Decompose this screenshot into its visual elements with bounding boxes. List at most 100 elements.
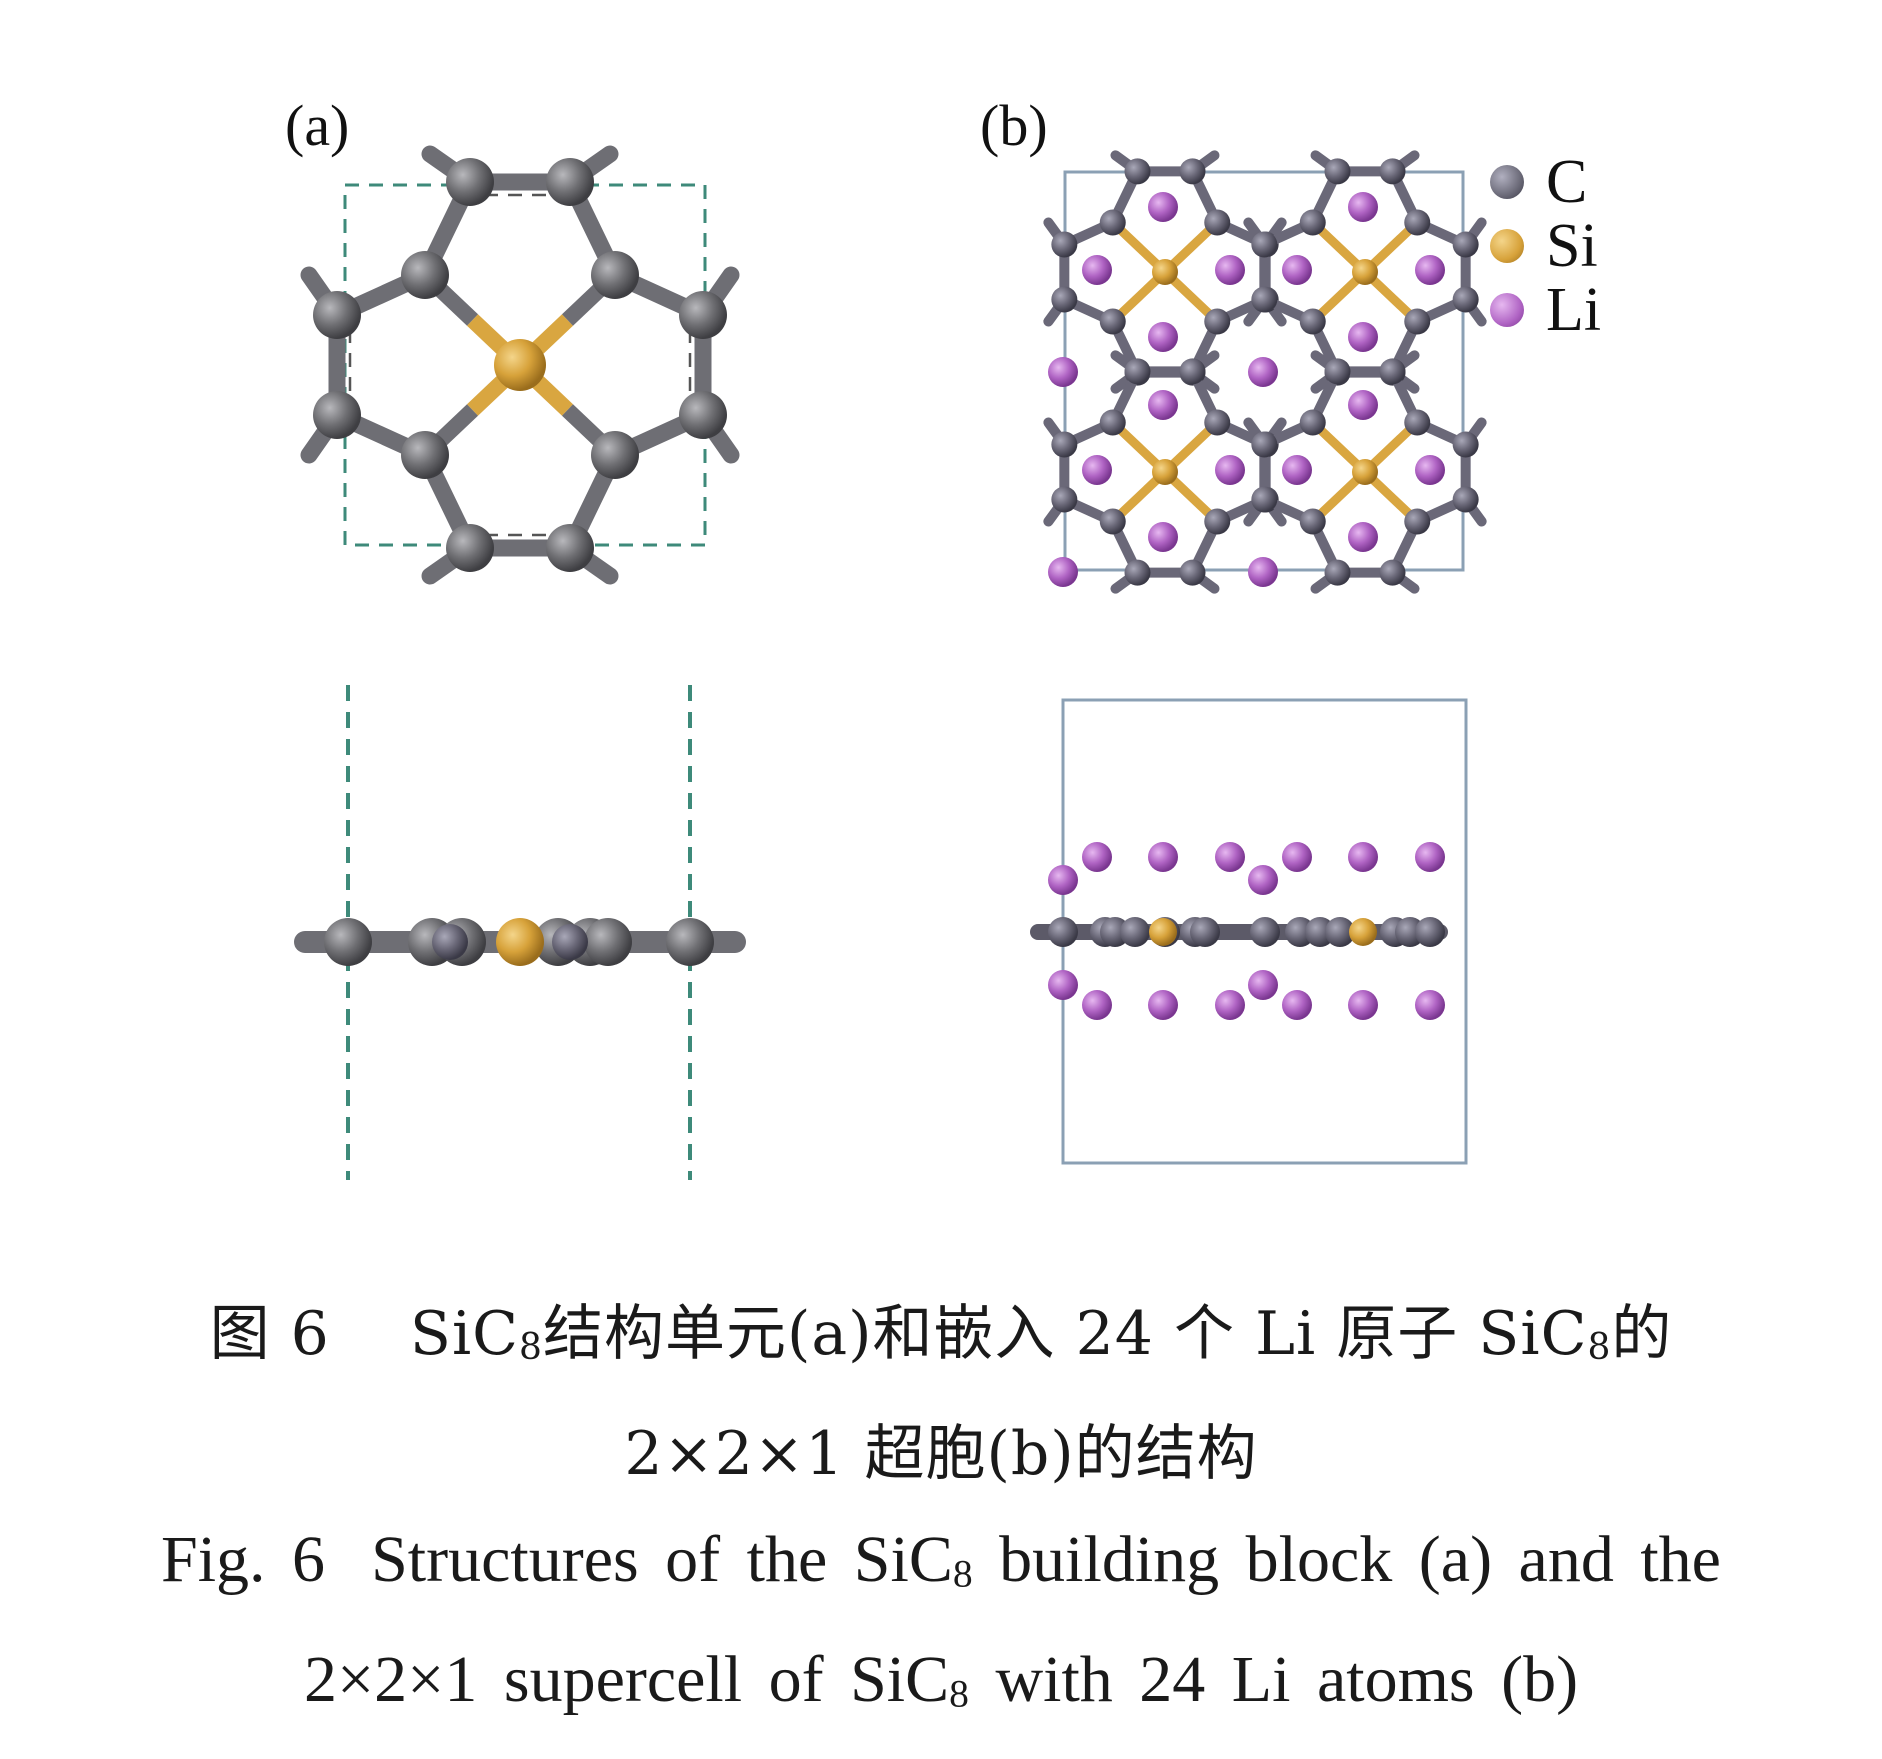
carbon-atom	[1099, 409, 1126, 436]
caption-en-fig-number: Fig. 6	[161, 1523, 326, 1596]
carbon-atom	[1404, 409, 1431, 436]
carbon-atom	[1204, 409, 1231, 436]
silicon-atom	[494, 339, 546, 391]
lithium-atom	[1082, 990, 1112, 1020]
carbon-atom	[1404, 308, 1431, 335]
carbon-atom	[446, 524, 494, 572]
carbon-atom	[1404, 508, 1431, 535]
silicon-atom	[1352, 459, 1378, 485]
carbon-atom	[679, 291, 727, 339]
legend-item-carbon: C	[1490, 148, 1587, 216]
carbon-atom	[1204, 308, 1231, 335]
panel-a-top-view	[300, 145, 740, 585]
caption-en-sub-1: 8	[952, 1551, 973, 1596]
lithium-atom	[1248, 357, 1278, 387]
legend-label-silicon: Si	[1546, 211, 1598, 280]
carbon-atom	[1251, 431, 1278, 458]
carbon-atom	[1099, 209, 1126, 236]
carbon-atom	[591, 251, 639, 299]
carbon-atom	[1120, 917, 1150, 947]
carbon-atom	[1179, 158, 1206, 185]
lithium-atom	[1148, 522, 1178, 552]
caption-en-line2: 2×2×1 supercell of SiC8 with 24 Li atoms…	[0, 1642, 1882, 1718]
carbon-atom	[1250, 917, 1280, 947]
silicon-atom	[1152, 259, 1178, 285]
caption-cn-fig-number: 图 6	[209, 1299, 330, 1369]
carbon-atom	[446, 158, 494, 206]
lithium-atom	[1148, 842, 1178, 872]
carbon-atom	[1179, 559, 1206, 586]
caption-en-text-1: Structures of the SiC	[371, 1523, 953, 1596]
caption-en-text-3: 2×2×1 supercell of SiC	[303, 1643, 950, 1716]
caption-cn-sub-1: 8	[519, 1326, 543, 1368]
lithium-atom	[1215, 455, 1245, 485]
carbon-atom	[401, 431, 449, 479]
carbon-atom	[1324, 158, 1351, 185]
lithium-atom	[1348, 322, 1378, 352]
lithium-atom	[1148, 990, 1178, 1020]
lithium-atom	[1282, 990, 1312, 1020]
carbon-atom	[1124, 358, 1151, 385]
caption-cn-text-1: SiC	[409, 1299, 520, 1369]
lithium-atom-icon	[1490, 293, 1524, 327]
carbon-atom	[1051, 286, 1078, 313]
carbon-atom	[1251, 286, 1278, 313]
silicon-atom	[1352, 259, 1378, 285]
carbon-atom	[1379, 559, 1406, 586]
lithium-atom	[1148, 192, 1178, 222]
carbon-atom	[1051, 431, 1078, 458]
carbon-atom	[1124, 559, 1151, 586]
panel-b-label: (b)	[980, 93, 1048, 158]
carbon-atom	[1299, 508, 1326, 535]
panel-a-label: (a)	[285, 93, 350, 158]
carbon-atom	[1251, 231, 1278, 258]
carbon-atom	[1379, 358, 1406, 385]
carbon-atom	[591, 431, 639, 479]
silicon-atom-icon	[1490, 229, 1524, 263]
carbon-atom	[1190, 917, 1220, 947]
carbon-atom	[552, 924, 588, 960]
carbon-atom	[432, 924, 468, 960]
panel-b-top-view	[1043, 150, 1487, 594]
silicon-atom	[1152, 459, 1178, 485]
lithium-atom	[1348, 390, 1378, 420]
panel-a-side-view	[294, 685, 746, 1180]
carbon-atom	[1299, 209, 1326, 236]
panel-b-side-view	[1030, 698, 1468, 1165]
legend-label-carbon: C	[1546, 147, 1588, 216]
caption-cn-sub-2: 8	[1587, 1326, 1612, 1368]
carbon-atom	[546, 158, 594, 206]
lithium-atom	[1148, 322, 1178, 352]
lithium-atom	[1348, 842, 1378, 872]
lithium-atom	[1415, 990, 1445, 1020]
carbon-atom	[1415, 917, 1445, 947]
silicon-atom	[496, 918, 544, 966]
legend-item-lithium: Li	[1490, 276, 1601, 344]
lithium-atom	[1215, 842, 1245, 872]
lithium-atom	[1348, 990, 1378, 1020]
lithium-atom	[1082, 842, 1112, 872]
carbon-atom	[1325, 917, 1355, 947]
lithium-atom	[1282, 255, 1312, 285]
lithium-atom	[1415, 842, 1445, 872]
lithium-atom	[1215, 990, 1245, 1020]
lithium-atom	[1215, 255, 1245, 285]
carbon-atom	[1204, 508, 1231, 535]
carbon-atom	[1324, 358, 1351, 385]
lithium-atom	[1415, 455, 1445, 485]
carbon-atom	[1179, 358, 1206, 385]
carbon-atom	[584, 918, 632, 966]
caption-cn-text-2: 结构单元(a)和嵌入 24 个 Li 原子 SiC	[542, 1299, 1588, 1369]
legend-item-silicon: Si	[1490, 212, 1598, 280]
lithium-atom	[1282, 455, 1312, 485]
carbon-atom	[1324, 559, 1351, 586]
caption-en-text-2: building block (a) and the	[972, 1523, 1721, 1596]
carbon-atom	[1051, 231, 1078, 258]
carbon-atom	[401, 251, 449, 299]
lithium-atom	[1415, 255, 1445, 285]
silicon-atom	[1149, 918, 1177, 946]
lithium-atom	[1248, 557, 1278, 587]
carbon-atom	[313, 291, 361, 339]
lithium-atom	[1048, 865, 1078, 895]
